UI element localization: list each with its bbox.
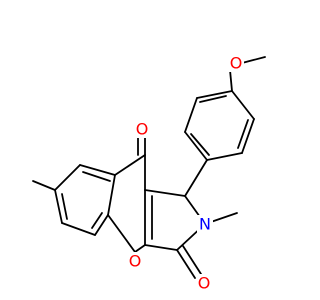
ring-bond — [231, 90, 255, 120]
atom-label-o-ketone: O — [134, 120, 150, 139]
ring-bond — [184, 97, 198, 133]
atom-o-lactam-text: O — [198, 274, 211, 293]
ring-bond — [114, 154, 146, 176]
ring-bond-inner — [61, 193, 68, 220]
molecule-structure-diagram: O O O N O — [32, 54, 266, 293]
ring-bond — [196, 90, 233, 99]
bond-aryl-c1 — [184, 159, 208, 197]
lactam-ring — [144, 189, 206, 251]
ring-bond — [241, 118, 255, 154]
bond-methyl-o — [241, 56, 266, 64]
atom-label-n-lactam: N — [197, 215, 213, 234]
ring-bond-inner — [82, 171, 111, 182]
methoxyphenyl-ring — [184, 90, 255, 161]
methoxy-group — [229, 56, 266, 92]
ring-bond — [184, 131, 208, 161]
atom-label-o-ring: O — [127, 252, 143, 271]
bond-o-aryl — [229, 69, 233, 92]
benzo-ring — [54, 164, 116, 236]
ketone-group — [137, 137, 146, 156]
ring-bond-inner — [91, 212, 103, 229]
ring-bond — [54, 189, 63, 224]
ring-bond-inner — [199, 95, 227, 103]
ring-bond — [94, 214, 109, 236]
atom-o-methoxy-text: O — [230, 54, 243, 73]
ring-bond — [144, 244, 178, 251]
ring-bond-inner — [190, 133, 210, 156]
ring-bond — [144, 189, 186, 197]
ring-bond-inner — [237, 119, 249, 149]
ring-bond — [79, 164, 116, 176]
atom-label-o-lactam: O — [196, 274, 212, 293]
atom-o-ring-text: O — [129, 252, 142, 271]
atom-n-lactam-text: N — [199, 215, 211, 234]
bond-aryl-methyl — [32, 180, 56, 191]
atom-o-ketone-text: O — [136, 120, 149, 139]
atom-label-o-methoxy: O — [228, 54, 244, 73]
lactam-carbonyl — [176, 245, 202, 279]
ring-bond — [134, 244, 146, 253]
ring-bond — [61, 222, 96, 236]
ring-bond — [206, 152, 243, 161]
ring-bond — [107, 214, 136, 253]
bond-carbonyl — [176, 249, 196, 279]
pyranone-ring — [107, 154, 146, 253]
ring-bond — [107, 174, 116, 216]
bond-carbonyl-double — [182, 245, 202, 275]
ring-bond — [54, 164, 81, 191]
